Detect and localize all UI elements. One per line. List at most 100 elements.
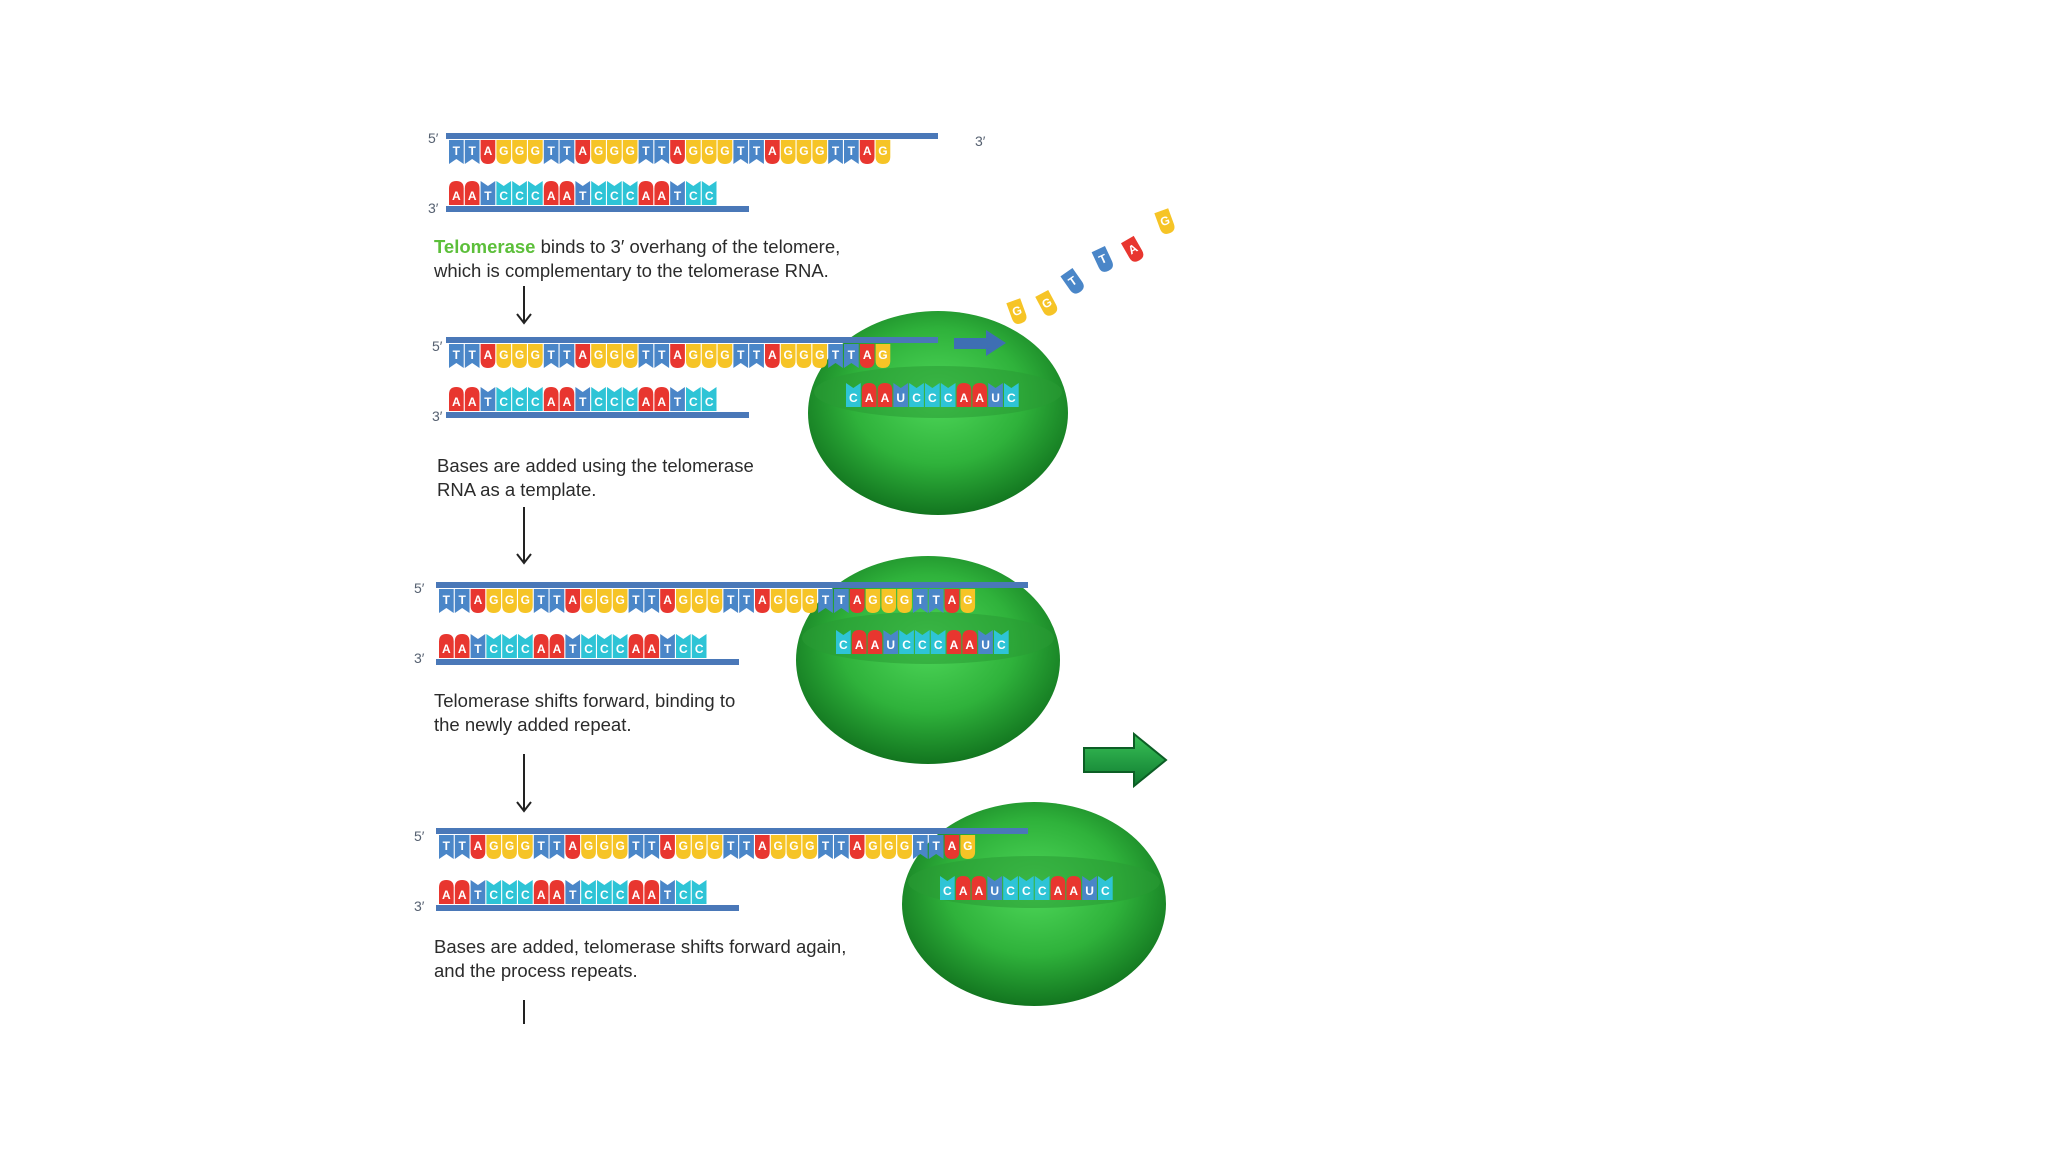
incoming-nucleotide-5-G: G bbox=[1154, 208, 1175, 234]
rna-base-s3-9-U: U bbox=[978, 630, 993, 654]
svg-text:T: T bbox=[664, 642, 672, 656]
top-base-s1-7-T: T bbox=[559, 140, 575, 164]
svg-text:A: A bbox=[553, 888, 562, 902]
flow-arrow-2 bbox=[516, 507, 532, 565]
svg-text:A: A bbox=[547, 395, 556, 409]
svg-text:C: C bbox=[505, 642, 514, 656]
top-base-s4-28-G: G bbox=[881, 835, 897, 859]
top-base-s3-17-G: G bbox=[707, 589, 723, 613]
rna-base-s4-1-A: A bbox=[955, 876, 971, 900]
svg-text:G: G bbox=[594, 144, 603, 158]
svg-text:A: A bbox=[468, 395, 477, 409]
flow-arrow-1 bbox=[516, 286, 532, 325]
bottom-base-s2-11-C: C bbox=[622, 387, 638, 411]
bottom-base-s4-8-T: T bbox=[565, 880, 581, 904]
svg-text:C: C bbox=[616, 888, 625, 902]
svg-text:A: A bbox=[758, 839, 767, 853]
top-base-s3-10-G: G bbox=[597, 589, 612, 613]
backbone-top-4 bbox=[436, 828, 1028, 834]
svg-text:G: G bbox=[704, 348, 713, 362]
svg-text:G: G bbox=[900, 839, 909, 853]
rna-base-s3-2-A: A bbox=[867, 630, 883, 654]
svg-text:C: C bbox=[918, 638, 927, 652]
svg-text:A: A bbox=[673, 348, 682, 362]
bottom-base-s4-10-C: C bbox=[597, 880, 612, 904]
bottom-base-s1-15-C: C bbox=[686, 181, 701, 205]
top-base-s2-20-A: A bbox=[765, 344, 780, 368]
svg-text:A: A bbox=[965, 638, 974, 652]
svg-text:G: G bbox=[789, 839, 798, 853]
svg-text:G: G bbox=[679, 593, 688, 607]
svg-text:G: G bbox=[615, 839, 624, 853]
svg-text:A: A bbox=[853, 593, 862, 607]
svg-text:A: A bbox=[568, 593, 577, 607]
five-prime-label-4: 5′ bbox=[414, 828, 425, 844]
svg-text:T: T bbox=[727, 839, 735, 853]
rna-base-s2-9-U: U bbox=[988, 383, 1003, 407]
svg-text:U: U bbox=[1085, 884, 1094, 898]
svg-text:U: U bbox=[990, 884, 999, 898]
svg-text:C: C bbox=[489, 888, 498, 902]
svg-text:G: G bbox=[773, 593, 782, 607]
bottom-base-s2-9-C: C bbox=[591, 387, 606, 411]
svg-text:T: T bbox=[737, 144, 745, 158]
svg-text:T: T bbox=[832, 144, 840, 158]
svg-text:T: T bbox=[753, 348, 761, 362]
top-base-s4-22-G: G bbox=[786, 835, 802, 859]
rna-base-s4-2-A: A bbox=[971, 876, 987, 900]
svg-text:T: T bbox=[838, 839, 846, 853]
bottom-base-s4-7-A: A bbox=[549, 880, 565, 904]
svg-text:A: A bbox=[948, 839, 957, 853]
top-base-s2-24-T: T bbox=[828, 344, 843, 368]
svg-text:T: T bbox=[674, 189, 682, 203]
svg-text:G: G bbox=[584, 593, 593, 607]
step-3-caption: Telomerase shifts forward, binding to th… bbox=[434, 689, 735, 737]
rna-base-s2-1-A: A bbox=[861, 383, 877, 407]
top-base-s3-7-T: T bbox=[549, 589, 565, 613]
svg-text:T: T bbox=[553, 593, 561, 607]
svg-text:G: G bbox=[505, 839, 514, 853]
bottom-base-s3-9-C: C bbox=[581, 634, 596, 658]
svg-text:C: C bbox=[944, 391, 953, 405]
top-base-s2-22-G: G bbox=[796, 344, 812, 368]
svg-text:A: A bbox=[642, 395, 651, 409]
svg-text:A: A bbox=[642, 189, 651, 203]
rna-base-s2-7-A: A bbox=[956, 383, 972, 407]
svg-text:C: C bbox=[695, 888, 704, 902]
three-prime-label-2: 3′ bbox=[432, 408, 443, 424]
synthesis-direction-arrow bbox=[954, 330, 1006, 356]
bottom-base-s2-2-T: T bbox=[480, 387, 496, 411]
step-1-caption-line-2: which is complementary to the telomerase… bbox=[434, 260, 829, 281]
backbone-bottom-4 bbox=[436, 905, 739, 911]
top-base-s1-20-A: A bbox=[765, 140, 780, 164]
top-base-s2-25-T: T bbox=[844, 344, 859, 368]
svg-text:T: T bbox=[848, 348, 856, 362]
bottom-base-s1-6-A: A bbox=[543, 181, 559, 205]
top-base-s3-11-G: G bbox=[612, 589, 628, 613]
bottom-base-s4-0-A: A bbox=[439, 880, 454, 904]
top-base-s2-9-G: G bbox=[591, 344, 606, 368]
top-base-s4-6-T: T bbox=[533, 835, 549, 859]
bottom-base-s1-9-C: C bbox=[591, 181, 606, 205]
top-base-s4-14-A: A bbox=[660, 835, 675, 859]
svg-text:C: C bbox=[499, 395, 508, 409]
top-base-s2-26-A: A bbox=[859, 344, 875, 368]
svg-text:A: A bbox=[647, 642, 656, 656]
svg-text:A: A bbox=[547, 189, 556, 203]
svg-text:T: T bbox=[932, 839, 940, 853]
top-base-s4-4-G: G bbox=[502, 835, 517, 859]
svg-text:G: G bbox=[868, 593, 877, 607]
svg-text:T: T bbox=[917, 593, 925, 607]
svg-text:C: C bbox=[1006, 884, 1015, 898]
incoming-nucleotide-4-A: A bbox=[1120, 235, 1144, 262]
svg-text:G: G bbox=[610, 348, 619, 362]
top-base-s4-32-A: A bbox=[944, 835, 960, 859]
top-base-s4-18-T: T bbox=[723, 835, 739, 859]
svg-text:G: G bbox=[694, 839, 703, 853]
top-base-s3-3-G: G bbox=[486, 589, 502, 613]
svg-text:C: C bbox=[489, 642, 498, 656]
incoming-nucleotide-1-G: G bbox=[1035, 289, 1058, 316]
svg-text:G: G bbox=[594, 348, 603, 362]
backbone-bottom-1 bbox=[446, 206, 749, 212]
